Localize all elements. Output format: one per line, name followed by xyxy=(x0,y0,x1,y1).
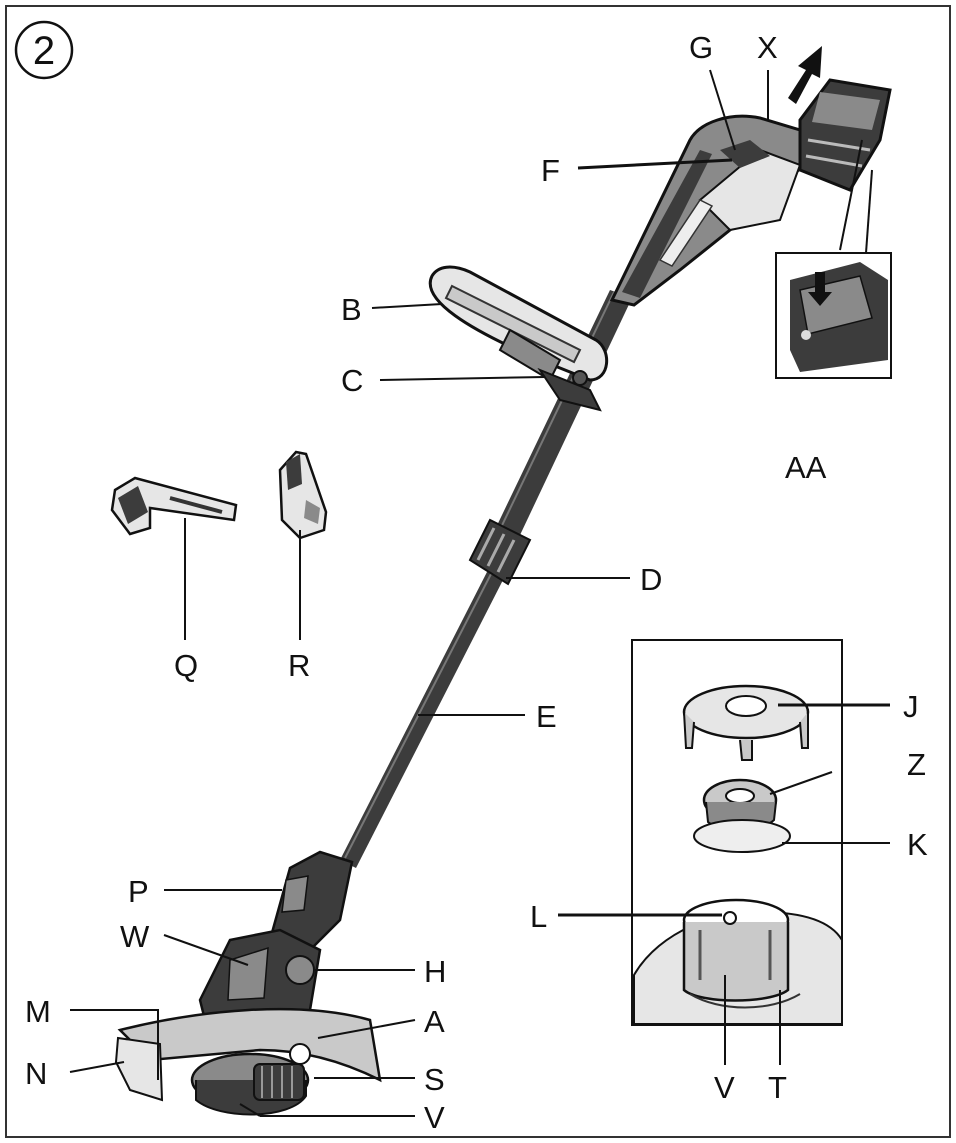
label-s: S xyxy=(424,1062,445,1097)
label-v-inset: V xyxy=(714,1070,735,1105)
part-labels: G X F B C AA Q R D E J Z K L P W H M A N… xyxy=(25,30,928,1135)
label-x: X xyxy=(757,30,778,65)
label-b: B xyxy=(341,292,362,327)
label-j: J xyxy=(903,689,919,724)
label-t: T xyxy=(768,1070,787,1105)
main-handle xyxy=(609,114,812,307)
label-a: A xyxy=(424,1004,445,1039)
remove-battery-arrow xyxy=(788,46,822,104)
accessory-r xyxy=(278,450,328,540)
label-w: W xyxy=(120,919,150,954)
label-p: P xyxy=(128,874,149,909)
label-m: M xyxy=(25,994,51,1029)
lower-shaft xyxy=(340,570,504,868)
label-e: E xyxy=(536,699,557,734)
trimmer-head xyxy=(114,850,382,1116)
label-n: N xyxy=(25,1056,47,1091)
label-g: G xyxy=(689,30,713,65)
accessory-q xyxy=(110,476,238,536)
label-r: R xyxy=(288,648,310,683)
label-q: Q xyxy=(174,648,198,683)
label-l: L xyxy=(530,899,547,934)
svg-text:2: 2 xyxy=(33,29,55,73)
trimmer-illustration: G X F B C AA Q R D E J Z K L P W H M A N… xyxy=(25,30,928,1135)
adjustment-collar xyxy=(468,518,532,586)
figure-frame xyxy=(5,5,951,1138)
label-z: Z xyxy=(907,747,926,782)
label-v: V xyxy=(424,1100,445,1135)
label-k: K xyxy=(907,827,928,862)
label-c: C xyxy=(341,363,363,398)
battery-pack xyxy=(798,78,892,192)
battery-release-inset xyxy=(775,139,892,379)
label-f: F xyxy=(541,153,560,188)
spool-inset xyxy=(631,639,843,1026)
leader-lines xyxy=(69,69,890,1117)
label-aa: AA xyxy=(785,450,827,485)
label-d: D xyxy=(640,562,662,597)
step-badge: 2 xyxy=(14,20,74,80)
auxiliary-handle xyxy=(428,265,609,412)
label-h: H xyxy=(424,954,446,989)
